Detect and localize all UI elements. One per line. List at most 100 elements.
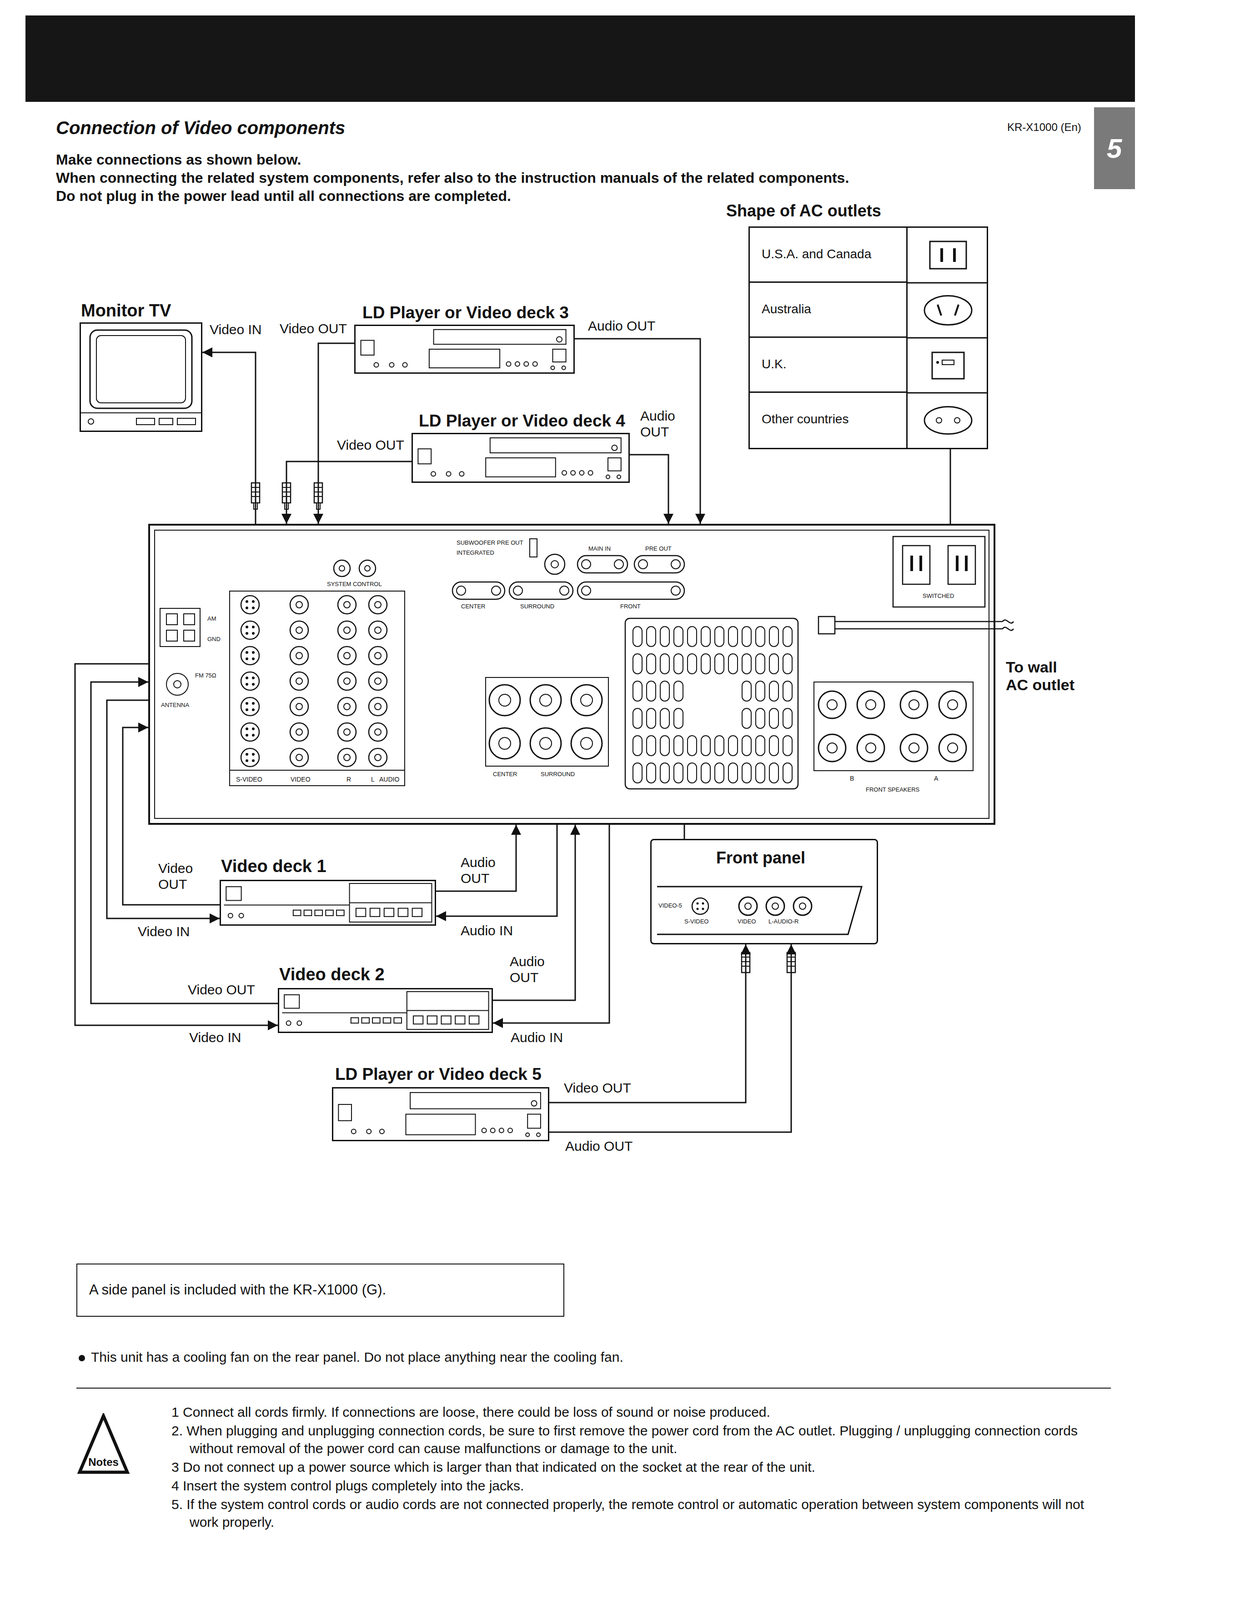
outlet-pin xyxy=(954,417,960,424)
s-video-pin xyxy=(696,908,699,911)
speaker-terminal xyxy=(580,694,593,707)
av-jack xyxy=(772,903,779,910)
panel-label: SWITCHED xyxy=(922,592,954,600)
panel-label: VIDEO xyxy=(290,775,311,784)
fan-slot xyxy=(646,708,656,729)
deck-button xyxy=(383,1017,392,1024)
cable-connector xyxy=(492,824,576,1001)
fan-slot xyxy=(728,626,738,647)
deck-button xyxy=(588,470,593,476)
av-jack xyxy=(296,652,303,659)
table-cell: Australia xyxy=(749,282,908,338)
fan-slot xyxy=(632,763,643,784)
instruction: When connecting the related system compo… xyxy=(55,169,849,187)
fan-slot xyxy=(769,653,779,674)
fan-slot xyxy=(646,735,656,756)
edge-label: Video IN xyxy=(208,321,264,338)
speaker-terminal xyxy=(857,734,885,762)
speaker-terminal xyxy=(571,684,603,716)
edge-label: Video IN xyxy=(187,1029,243,1046)
outlet-uk xyxy=(932,352,964,379)
ac-outlet xyxy=(902,545,930,585)
header-bar xyxy=(25,15,1135,102)
tv-control xyxy=(136,418,155,425)
cable-connector xyxy=(629,454,669,524)
node-title: Notes xyxy=(88,1455,119,1469)
control-panel xyxy=(349,902,432,904)
callout-line xyxy=(683,824,686,839)
subwoofer-jack xyxy=(551,560,559,568)
s-video-jack xyxy=(692,898,709,915)
fan-slot xyxy=(701,763,711,784)
tv-bezel xyxy=(90,330,192,409)
display-window xyxy=(485,457,556,477)
panel-label: CENTER xyxy=(461,603,486,611)
jumper-jack xyxy=(671,559,681,569)
speaker-terminal xyxy=(900,734,928,762)
cable-connector xyxy=(106,700,220,919)
deck-button xyxy=(351,1017,359,1024)
deck-button xyxy=(607,457,622,472)
s-video-pin xyxy=(702,902,705,905)
speaker-terminal xyxy=(818,734,846,762)
panel-label: A xyxy=(933,774,939,783)
speaker-terminal xyxy=(857,691,885,719)
av-jack xyxy=(337,646,357,665)
outlet-slit xyxy=(964,555,968,572)
table-cell: Other countries xyxy=(749,392,908,448)
edge-label: Audio IN xyxy=(509,1029,565,1046)
edge-label: Video OUT xyxy=(186,982,257,999)
jumper-jack xyxy=(614,559,624,569)
panel-label: FRONT SPEAKERS xyxy=(865,786,920,794)
caution-note: This unit has a cooling fan on the rear … xyxy=(90,1349,624,1366)
system-control-jack xyxy=(364,565,371,572)
jumper-jack xyxy=(638,559,648,569)
fan-slot xyxy=(769,763,779,784)
av-jack xyxy=(374,703,382,710)
deck-button xyxy=(384,908,394,917)
deck-button xyxy=(562,366,566,370)
note-item: 4 Insert the system control plugs comple… xyxy=(171,1476,1115,1495)
fan-slot xyxy=(701,735,711,756)
s-video-pin xyxy=(245,727,249,731)
fan-slot xyxy=(673,763,683,784)
speaker-terminal xyxy=(489,727,521,759)
s-video-pin xyxy=(251,759,255,763)
fan-slot xyxy=(783,735,793,756)
panel-label: CENTER xyxy=(492,771,518,779)
av-jack xyxy=(343,677,351,685)
av-jack xyxy=(343,627,351,634)
deck-button xyxy=(536,1133,541,1137)
outlet-slit xyxy=(954,304,959,316)
fan-slot xyxy=(673,626,683,647)
tv-control xyxy=(88,418,94,425)
s-video-pin xyxy=(245,606,249,610)
edge-label: Audio OUT xyxy=(459,854,513,887)
front-panel-callout: Front panelVIDEO-5S-VIDEOVIDEOL-AUDIO-R xyxy=(650,838,879,945)
cable-connector xyxy=(436,824,558,917)
jumper-bar xyxy=(577,582,685,600)
jack-field xyxy=(229,591,405,786)
s-video-pin xyxy=(251,632,255,635)
speaker-terminal xyxy=(827,742,838,754)
speaker-terminal xyxy=(947,699,958,710)
deck-button xyxy=(366,1129,372,1135)
av-jack xyxy=(368,595,387,614)
s-video-pin xyxy=(245,657,249,661)
control-panel xyxy=(349,883,432,923)
speaker-terminal xyxy=(865,742,876,754)
outlet-slit xyxy=(919,555,923,572)
s-video-pin xyxy=(245,632,249,635)
deck-button xyxy=(361,1017,370,1024)
fan-slot xyxy=(755,681,765,702)
jumper-bar xyxy=(577,555,628,573)
fan-slot xyxy=(673,735,683,756)
panel-label: L xyxy=(371,775,375,784)
s-video-pin xyxy=(245,676,249,680)
av-jack xyxy=(240,748,260,767)
outlet-europe xyxy=(924,406,972,435)
cable-connector xyxy=(436,824,517,892)
fan-slot xyxy=(632,626,643,647)
fan-slot xyxy=(646,681,656,702)
deck-button xyxy=(446,471,452,477)
